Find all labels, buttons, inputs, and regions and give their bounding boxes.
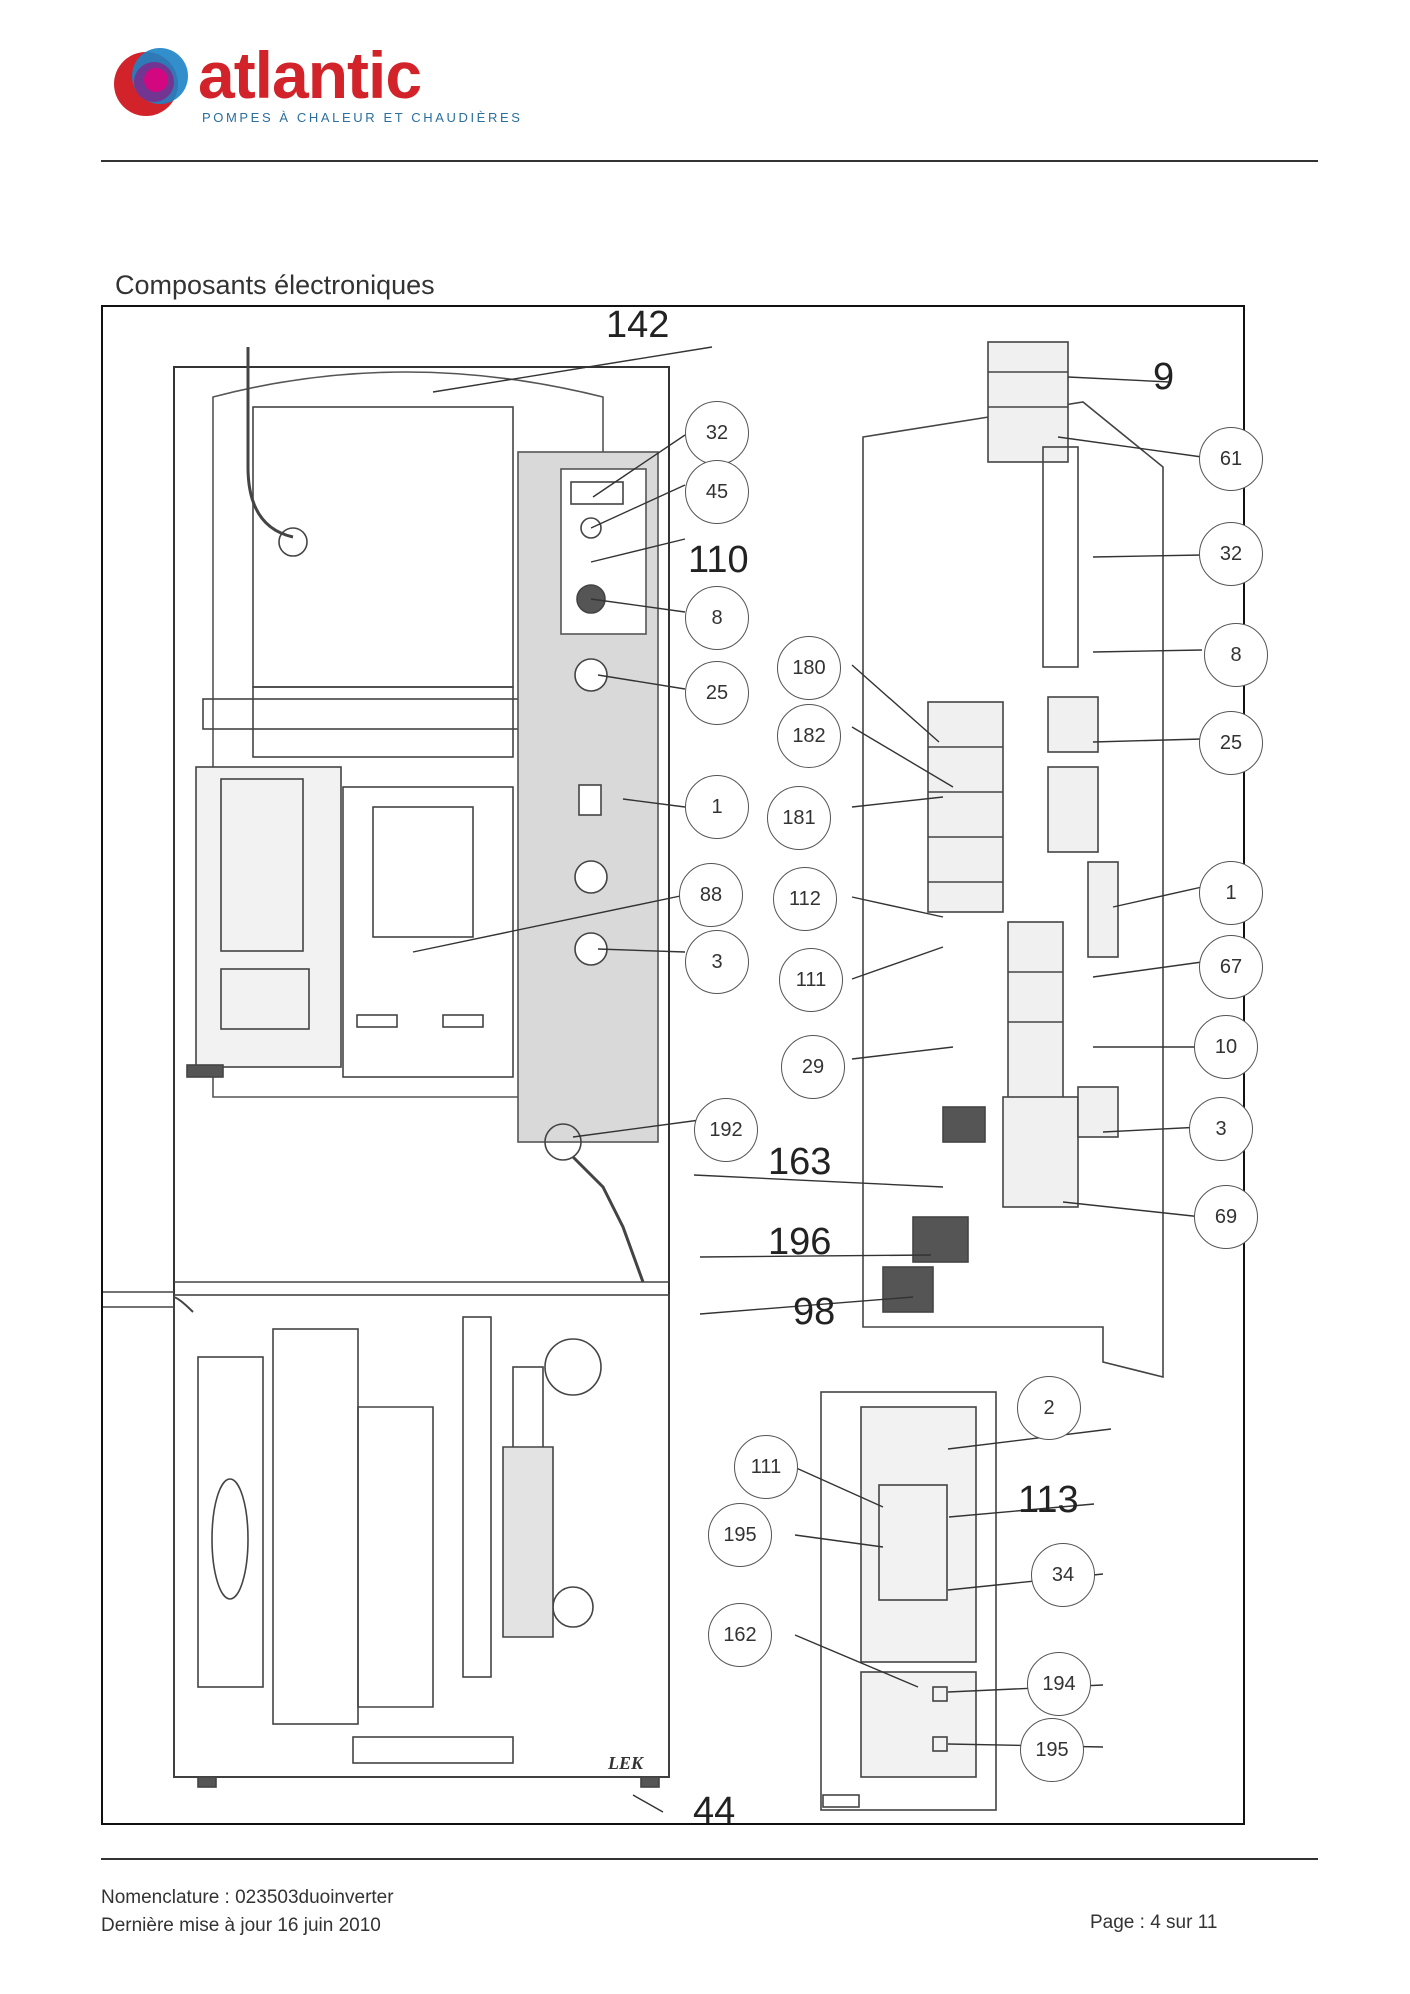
callout-67: 67 (1199, 935, 1263, 999)
label-196: 196 (768, 1221, 832, 1263)
callout-111: 111 (779, 948, 843, 1012)
footer-rule (101, 1858, 1318, 1860)
callout-192: 192 (694, 1098, 758, 1162)
callout-25: 25 (685, 661, 749, 725)
last-updated: Dernière mise à jour 16 juin 2010 (101, 1915, 381, 1936)
callout-194: 194 (1027, 1652, 1091, 1716)
label-110: 110 (688, 539, 749, 581)
atlantic-logo-mark (114, 48, 188, 116)
label-113: 113 (1018, 1479, 1079, 1521)
panel-drawing (862, 341, 1164, 1379)
callout-1: 1 (685, 775, 749, 839)
callout-34: 34 (1031, 1543, 1095, 1607)
callout-195: 195 (708, 1503, 772, 1567)
callout-182: 182 (777, 704, 841, 768)
callout-181: 181 (767, 786, 831, 850)
brand-logo: atlantic POMPES À CHALEUR ET CHAUDIÈRES (110, 36, 520, 136)
callout-1b: 1 (1199, 861, 1263, 925)
callout-61: 61 (1199, 427, 1263, 491)
board-drawing (820, 1391, 997, 1811)
callout-88: 88 (679, 863, 743, 927)
callout-162: 162 (708, 1603, 772, 1667)
callout-180: 180 (777, 636, 841, 700)
callout-10: 10 (1194, 1015, 1258, 1079)
callout-8: 8 (685, 586, 749, 650)
section-title: Composants électroniques (115, 270, 435, 300)
callout-69: 69 (1194, 1185, 1258, 1249)
callout-8b: 8 (1204, 623, 1268, 687)
nomenclature: Nomenclature : 023503duoinverter (101, 1887, 394, 1908)
callout-32b: 32 (1199, 522, 1263, 586)
callout-45: 45 (685, 460, 749, 524)
footer-info: Nomenclature : 023503duoinverter Dernièr… (101, 1884, 394, 1940)
callout-111b: 111 (734, 1435, 798, 1499)
callout-2: 2 (1017, 1376, 1081, 1440)
lek-stamp: LEK (607, 1753, 645, 1773)
leader-lines (412, 346, 1203, 1813)
label-98: 98 (793, 1291, 836, 1333)
page-number: Page : 4 sur 11 (1090, 1912, 1218, 1933)
callout-32: 32 (685, 401, 749, 465)
brand-name: atlantic (198, 38, 422, 112)
callout-25b: 25 (1199, 711, 1263, 775)
cabinet-drawing (103, 347, 670, 1788)
label-163: 163 (768, 1141, 832, 1183)
header-rule (101, 160, 1318, 162)
callout-195b: 195 (1020, 1718, 1084, 1782)
label-44: 44 (693, 1790, 736, 1832)
label-142: 142 (606, 304, 670, 346)
diagram-drawing: LEK (103, 341, 1203, 1813)
label-9: 9 (1153, 356, 1175, 398)
callout-3b: 3 (1189, 1097, 1253, 1161)
exploded-diagram: LEK 32 45 8 25 1 88 3 192 180 182 181 11… (101, 304, 1268, 1831)
callout-3: 3 (685, 930, 749, 994)
brand-tagline: POMPES À CHALEUR ET CHAUDIÈRES (202, 110, 523, 125)
callout-29: 29 (781, 1035, 845, 1099)
callout-112: 112 (773, 867, 837, 931)
